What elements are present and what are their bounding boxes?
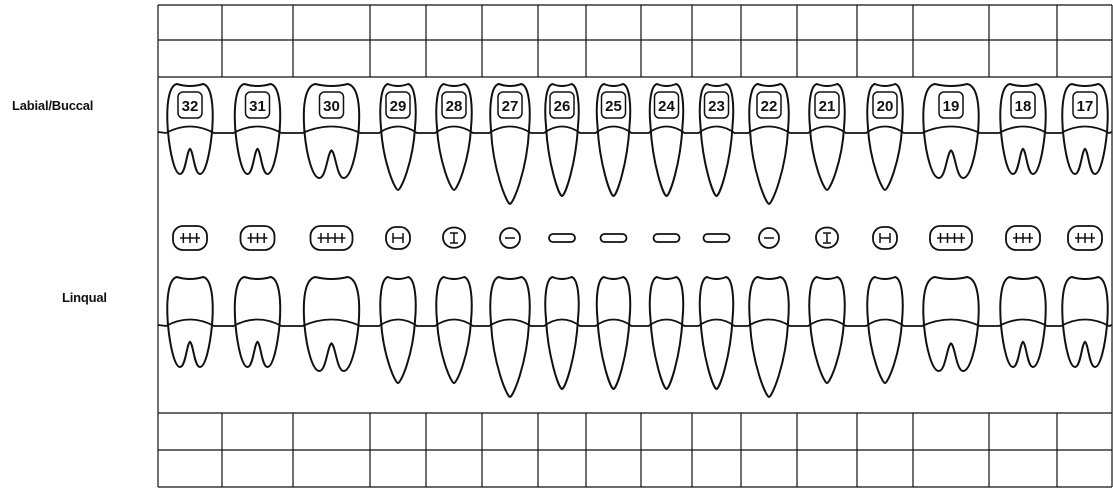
gum-line-labial (158, 127, 1112, 134)
tooth-lingual-outline (809, 277, 844, 383)
tooth-occlusal (549, 234, 575, 242)
tooth-number: 30 (323, 98, 340, 115)
tooth-number: 18 (1015, 98, 1032, 115)
lingual-label: Linqual (62, 290, 107, 305)
tooth-occlusal-groove (823, 233, 831, 243)
tooth-lingual-outline (650, 277, 683, 389)
tooth-lingual-outline (380, 277, 415, 383)
tooth-lingual-outline (597, 277, 630, 389)
labial-buccal-label: Labial/Buccal (12, 98, 93, 113)
tooth-lingual-outline (923, 277, 978, 371)
tooth-number: 21 (819, 98, 836, 115)
tooth-number: 29 (390, 98, 407, 115)
tooth-occlusal (601, 234, 627, 242)
tooth-number: 17 (1077, 98, 1094, 115)
tooth-occlusal-groove (450, 233, 458, 243)
tooth-lingual-outline (749, 277, 788, 397)
tooth-number: 22 (761, 98, 778, 115)
tooth-occlusal-groove (180, 233, 200, 243)
tooth-number: 24 (658, 98, 675, 115)
gum-line-lingual (158, 320, 1112, 327)
tooth-lingual-outline (304, 277, 359, 371)
tooth-number: 31 (249, 98, 266, 115)
tooth-27: 27 (490, 84, 529, 397)
tooth-number: 19 (943, 98, 960, 115)
tooth-occlusal-groove (393, 233, 403, 243)
tooth-occlusal-groove (248, 233, 268, 243)
tooth-occlusal (654, 234, 680, 242)
tooth-occlusal-groove (880, 233, 890, 243)
tooth-lingual-outline (545, 277, 578, 389)
tooth-number: 28 (446, 98, 463, 115)
tooth-lingual-outline (700, 277, 733, 389)
tooth-occlusal-groove (1013, 233, 1033, 243)
tooth-occlusal (704, 234, 730, 242)
tooth-number: 23 (708, 98, 725, 115)
tooth-number: 25 (605, 98, 622, 115)
tooth-occlusal-groove (318, 233, 346, 243)
tooth-number: 27 (502, 98, 519, 115)
tooth-lingual-outline (436, 277, 471, 383)
tooth-22: 22 (749, 84, 788, 397)
tooth-lingual-outline (867, 277, 902, 383)
tooth-number: 26 (554, 98, 571, 115)
tooth-occlusal-groove (937, 233, 965, 243)
tooth-number: 32 (182, 98, 199, 115)
tooth-number: 20 (877, 98, 894, 115)
tooth-lingual-outline (490, 277, 529, 397)
tooth-occlusal-groove (1075, 233, 1095, 243)
